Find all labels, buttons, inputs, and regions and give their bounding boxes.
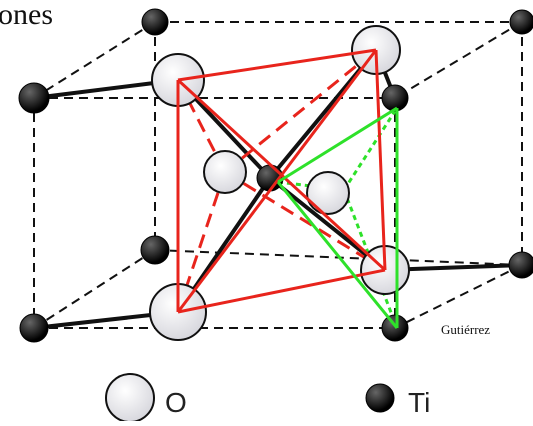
titanium-atoms: [18, 8, 533, 343]
octahedron-front-edges: [176, 48, 387, 314]
legend-oxygen-symbol: [105, 373, 155, 423]
titanium-atom: [508, 251, 533, 279]
legend-label-titanium: Ti: [408, 387, 431, 418]
legend-titanium-symbol: [365, 383, 395, 413]
oxygen-atom: [306, 171, 350, 215]
oxygen-atom: [203, 150, 247, 194]
legend-label-oxygen: O: [165, 387, 187, 418]
titanium-atom: [140, 235, 170, 265]
titanium-atom: [18, 82, 50, 114]
titanium-atom: [381, 314, 409, 342]
diagram-title: ones: [0, 0, 53, 31]
titanium-atom: [19, 313, 49, 343]
titanium-atom: [381, 84, 409, 112]
tetrahedron-front-edges: [276, 106, 399, 329]
titanium-atom: [509, 9, 533, 35]
bonds: [33, 48, 523, 330]
image-credit: Gutiérrez: [441, 322, 491, 337]
titanium-atom: [141, 8, 169, 36]
